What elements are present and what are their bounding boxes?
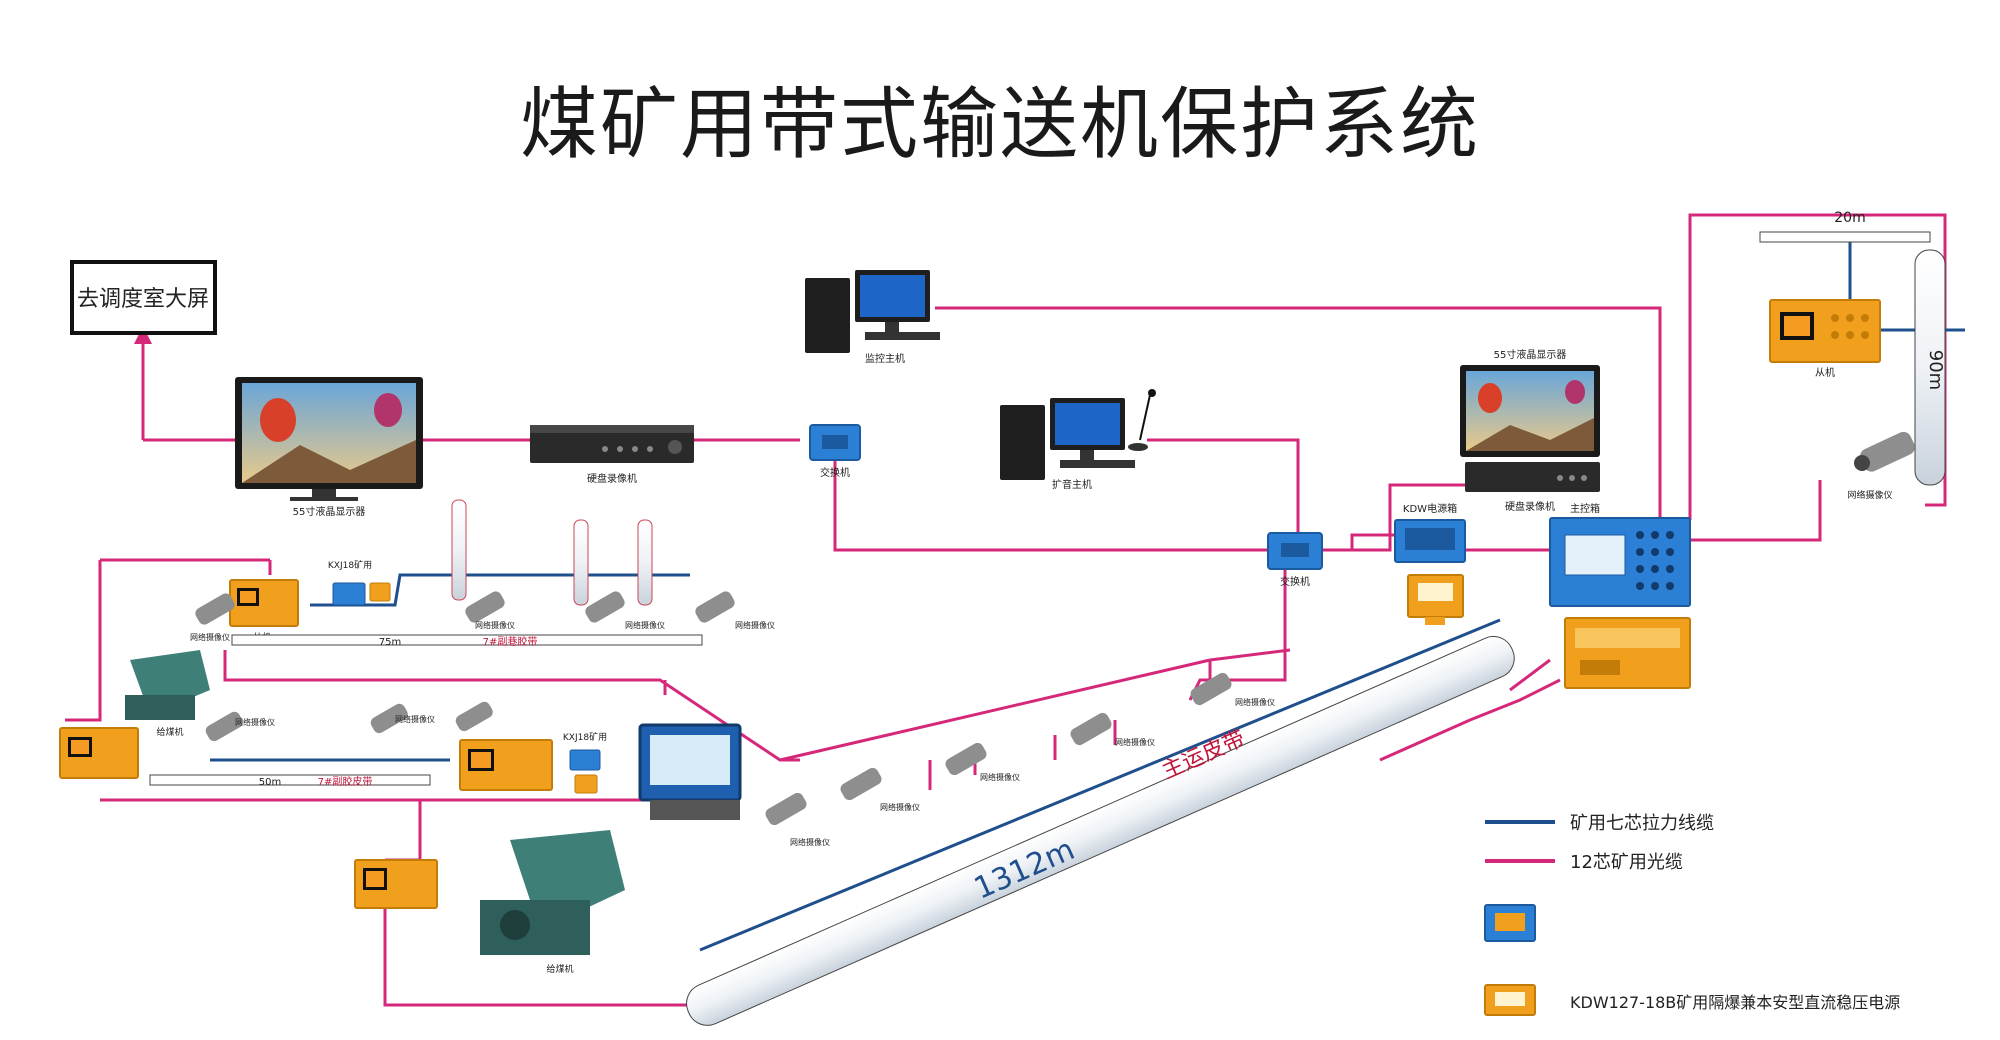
main-belt-cameras: 网络摄像仪 网络摄像仪 网络摄像仪 网络摄像仪 网络摄像仪	[765, 672, 1275, 847]
belt-left-1: 75m 7#副巷胶带	[231, 634, 703, 648]
fiber-cable-network	[65, 213, 1947, 1007]
dvr-right-label: 硬盘录像机	[1505, 500, 1555, 513]
len-right-label: 90m	[1925, 350, 1946, 390]
belt-left-2: 50m 7#副胶皮带	[149, 774, 431, 788]
main-cam-label-2: 网络摄像仪	[880, 802, 920, 812]
cam-row1-label-2: 网络摄像仪	[475, 620, 515, 630]
monitor-terminal	[638, 723, 742, 820]
pc-broadcast-host: 扩音主机	[1000, 389, 1156, 491]
tv-left: 55寸液晶显示器	[235, 377, 423, 518]
diagram-title: 煤矿用带式输送机保护系统	[519, 80, 1480, 170]
kdw-box: KDW电源箱	[1394, 502, 1466, 563]
machine-small-label: 给煤机	[156, 726, 183, 738]
len-mid-top-label: 75m	[379, 637, 401, 648]
belt-mid-label: 7#副胶皮带	[318, 775, 373, 788]
kx-top-label: KXJ18矿用	[328, 559, 372, 571]
main-cam-label-4: 网络摄像仪	[1115, 737, 1155, 747]
camera-top-right: 网络摄像仪	[1847, 431, 1915, 501]
slave-left-1: 从机	[229, 579, 299, 643]
camera-top-right-label: 网络摄像仪	[1847, 489, 1892, 501]
cameras-row-2: 网络摄像仪 网络摄像仪	[205, 701, 493, 742]
slave-left-4	[354, 859, 438, 909]
slave-top-right-label: 从机	[1815, 366, 1835, 379]
cam-row2-label-1: 网络摄像仪	[235, 717, 275, 727]
pillars-row-1	[451, 499, 653, 606]
cameras-row-1: 网络摄像仪 网络摄像仪 网络摄像仪 网络摄像仪	[190, 591, 775, 642]
kx-box-top: KXJ18矿用	[328, 559, 391, 606]
kdw-box-label: KDW电源箱	[1403, 502, 1457, 515]
tv-right: 55寸液晶显示器	[1460, 348, 1600, 457]
pc-monitor-host: 监控主机	[805, 270, 940, 365]
switch-left: 交换机	[809, 424, 861, 479]
cam-row1-label-1: 网络摄像仪	[190, 632, 230, 642]
dvr-left: 硬盘录像机	[530, 425, 694, 485]
kx-box-mid: KXJ18矿用	[563, 731, 607, 794]
dispatch-screen-box: 去调度室大屏	[70, 260, 217, 335]
tv-right-label: 55寸液晶显示器	[1494, 348, 1567, 361]
main-belt: 1312m 主运皮带	[686, 635, 1515, 1026]
main-control-label: 主控箱	[1570, 502, 1600, 515]
switch-right: 交换机	[1267, 532, 1323, 588]
pc-broadcast-label: 扩音主机	[1052, 478, 1092, 491]
legend-psu-label: KDW127-18B矿用隔爆兼本安型直流稳压电源	[1570, 993, 1900, 1012]
coal-feeder-large: 给煤机	[480, 830, 625, 975]
switch-left-label: 交换机	[820, 466, 850, 479]
dvr-right: 硬盘录像机	[1465, 462, 1600, 513]
kx-mid-label: KXJ18矿用	[563, 731, 607, 743]
legend-pink-label: 12芯矿用光缆	[1570, 852, 1683, 873]
main-cam-label-1: 网络摄像仪	[790, 837, 830, 847]
pc-monitor-label: 监控主机	[865, 352, 905, 365]
tv-left-label: 55寸液晶显示器	[293, 505, 366, 518]
machine-large-label: 给煤机	[546, 963, 573, 975]
cam-row1-label-3: 网络摄像仪	[625, 620, 665, 630]
belt-top-label: 7#副巷胶带	[483, 635, 538, 648]
slave-left-2	[59, 727, 139, 779]
main-control-box: 主控箱	[1549, 502, 1691, 689]
len-mid-label: 50m	[259, 777, 281, 788]
len-top-label: 20m	[1834, 210, 1865, 226]
slave-top-right: 从机	[1769, 299, 1881, 379]
dvr-left-label: 硬盘录像机	[587, 472, 637, 485]
legend: 矿用七芯拉力线缆 12芯矿用光缆 KDW127-18B矿用隔爆兼本安型直流稳压电…	[1484, 813, 1900, 1016]
main-cam-label-3: 网络摄像仪	[980, 772, 1020, 782]
legend-blue-label: 矿用七芯拉力线缆	[1570, 813, 1714, 834]
slave-left-3	[459, 739, 553, 791]
psu-box-right	[1407, 574, 1464, 625]
belt-top-right: 20m 90m	[1759, 210, 1946, 486]
main-cam-label-5: 网络摄像仪	[1235, 697, 1275, 707]
dispatch-screen-label: 去调度室大屏	[77, 287, 209, 312]
coal-feeder-small: 给煤机	[125, 650, 210, 738]
cam-row2-label-2: 网络摄像仪	[395, 714, 435, 724]
switch-right-label: 交换机	[1280, 575, 1310, 588]
cam-row1-label-4: 网络摄像仪	[735, 620, 775, 630]
